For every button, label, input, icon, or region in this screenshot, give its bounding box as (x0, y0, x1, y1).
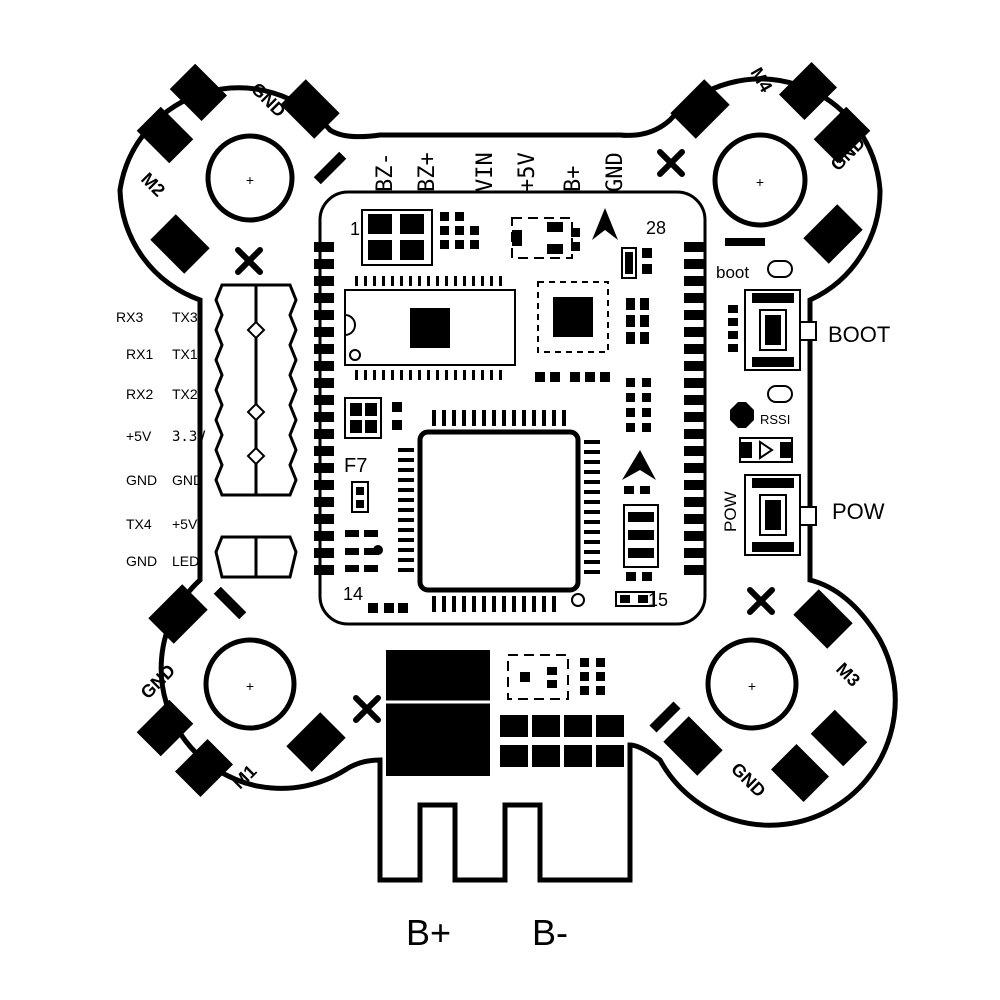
svg-text:+: + (246, 678, 254, 694)
boot-button (728, 289, 817, 371)
uart-gnd-right: GND (172, 472, 203, 488)
pad-vin: VIN (473, 152, 498, 192)
uart-tx4: TX4 (126, 516, 152, 532)
right-side-parts: boot BOOT RSSI POW POW (716, 260, 890, 556)
top-left-components: 1 (350, 209, 479, 266)
uart-labels: RX3 TX3 RX1 TX1 RX2 TX2 +5V 3.3V GND GND… (116, 309, 206, 569)
pad-5v: +5V (515, 152, 540, 192)
battery-minus-label: B- (532, 912, 568, 953)
battery-plus-label: B+ (406, 912, 451, 953)
module-right-parts: 15 (615, 378, 668, 610)
top-pad-labels: BZ- BZ+ VIN +5V B+ GND (373, 152, 628, 192)
svg-text:+: + (756, 174, 764, 190)
pad-b-plus: B+ (561, 166, 586, 193)
mcu-chip (398, 410, 600, 612)
pow-label: POW (832, 499, 885, 524)
uart-rx1: RX1 (126, 346, 153, 362)
uart-tx1: TX1 (172, 346, 198, 362)
uart-rx2: RX2 (126, 386, 153, 402)
gyro-chip (535, 281, 649, 382)
boot-small-label: boot (716, 263, 749, 282)
uart-5v-right: +5V (172, 516, 198, 532)
pad-bz-plus: BZ+ (415, 152, 440, 192)
uart-gnd-left: GND (126, 472, 157, 488)
svg-text:+: + (246, 172, 254, 188)
pow-button (744, 474, 817, 556)
uart-5v: +5V (126, 428, 152, 444)
rssi-label: RSSI (760, 412, 790, 427)
pow-small-label: POW (721, 491, 740, 532)
x-marks (235, 149, 775, 723)
motor-m3: + M3 GND (649, 589, 868, 802)
uart-gnd-bottom: GND (126, 553, 157, 569)
boot-label: BOOT (828, 322, 890, 347)
svg-text:+: + (748, 678, 756, 694)
baro-chip (344, 276, 516, 380)
pin-15-mark: 15 (648, 590, 668, 610)
pin-14-mark: 14 (343, 584, 363, 604)
uart-3v3: 3.3V (172, 429, 206, 445)
power-section (386, 650, 624, 776)
uart-pad-block (214, 283, 298, 579)
uart-led: LED (172, 553, 199, 569)
uart-tx3: TX3 (172, 309, 198, 325)
uart-tx2: TX2 (172, 386, 198, 402)
module-pin-rows (314, 242, 704, 575)
pin-28-mark: 28 (646, 218, 666, 238)
pad-gnd: GND (603, 152, 628, 192)
pad-bz-minus: BZ- (373, 152, 398, 192)
mcu-f7-label: F7 (344, 455, 367, 477)
uart-rx3: RX3 (116, 309, 143, 325)
pin-1-mark: 1 (350, 219, 360, 239)
top-right-components: 28 (511, 208, 666, 279)
left-small-parts: F7 14 (343, 397, 408, 613)
